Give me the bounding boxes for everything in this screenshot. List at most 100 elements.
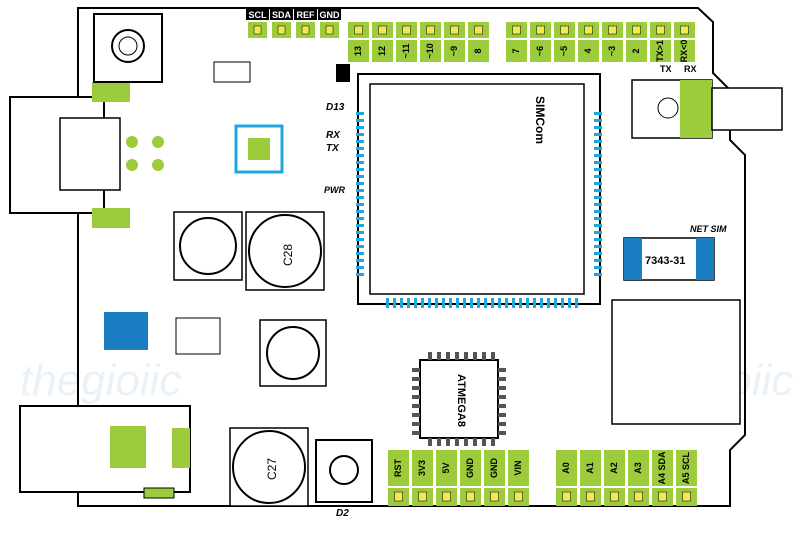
pin-label: A0: [561, 462, 571, 474]
module-pad: [594, 147, 602, 150]
pin-label-pad: [604, 450, 625, 486]
pin-label-pad: [436, 450, 457, 486]
pin-label-pad: [602, 40, 623, 62]
module-pad: [356, 238, 364, 241]
chip-pin: [446, 352, 450, 360]
soic-ic-outline: [175, 317, 221, 355]
pin-socket: [394, 491, 403, 502]
module-pad: [477, 298, 480, 308]
led-label-d13: D13: [326, 102, 345, 113]
chip-pin: [455, 438, 459, 446]
module-pad: [407, 298, 410, 308]
header-label: SCL: [249, 10, 268, 20]
pin-label-pad: [650, 40, 671, 62]
pin-label-pad: [468, 40, 489, 62]
module-pad: [575, 298, 578, 308]
module-pad: [356, 182, 364, 185]
pin-label: A1: [585, 462, 595, 474]
chip-pin: [491, 352, 495, 360]
module-pad: [356, 217, 364, 220]
pin-label-pad: [460, 450, 481, 486]
module-pad: [594, 154, 602, 157]
chip-pin: [498, 395, 506, 399]
reset-button-top[interactable]: [93, 13, 163, 83]
module-pad: [356, 189, 364, 192]
pin-socket: [301, 25, 310, 35]
module-pad: [594, 231, 602, 234]
pin-label: 3V3: [417, 460, 427, 476]
header-label: GND: [320, 10, 341, 20]
module-pad: [519, 298, 522, 308]
chip-pin: [464, 352, 468, 360]
pin-label: 2: [631, 48, 641, 53]
pin-socket: [560, 25, 569, 35]
module-pad: [594, 112, 602, 115]
pin-socket: [610, 491, 619, 502]
module-pad: [356, 175, 364, 178]
module-pad: [356, 245, 364, 248]
chip-pin: [412, 386, 420, 390]
chip-pin: [498, 431, 506, 435]
pin-label: ~5: [559, 46, 569, 56]
pin-label: ~6: [535, 46, 545, 56]
chip-pin: [498, 413, 506, 417]
module-pad: [484, 298, 487, 308]
module-pad: [356, 147, 364, 150]
module-pad: [356, 112, 364, 115]
module-pad: [594, 161, 602, 164]
module-pad: [594, 266, 602, 269]
watermark-text: thegioiic: [20, 356, 181, 405]
header-label: REF: [297, 10, 316, 20]
module-pad: [470, 298, 473, 308]
chip-pin: [498, 368, 506, 372]
pin-label-pad: [506, 40, 527, 62]
module-pad: [356, 203, 364, 206]
pin-label: ~11: [401, 44, 411, 59]
capacitor-c28: [245, 211, 325, 291]
soic-ic: [104, 312, 148, 350]
led-label-pwr: PWR: [324, 185, 345, 195]
module-pad: [533, 298, 536, 308]
module-pad: [356, 231, 364, 234]
pin-socket: [354, 25, 363, 35]
module-pad: [463, 298, 466, 308]
chip-pin: [455, 352, 459, 360]
pin-label-pad: [580, 450, 601, 486]
module-pad: [498, 298, 501, 308]
pin-socket: [536, 25, 545, 35]
pin-socket: [632, 25, 641, 35]
pin-label: TX>1: [655, 40, 665, 62]
pin-label: 4: [583, 48, 593, 53]
module-pad: [449, 298, 452, 308]
module-pad: [456, 298, 459, 308]
c28-label: C28: [281, 244, 295, 266]
atmega-label: ATMEGA8: [455, 374, 467, 427]
module-pad: [594, 238, 602, 241]
pin-label-pad: [372, 40, 393, 62]
chip-pin: [412, 422, 420, 426]
module-pad: [356, 196, 364, 199]
pin-label: GND: [489, 458, 499, 479]
chip-pin: [428, 352, 432, 360]
pin-socket: [682, 491, 691, 502]
chip-pin: [412, 377, 420, 381]
atmega-chip: [419, 359, 499, 439]
chip-pin: [498, 386, 506, 390]
pin-label-pad: [556, 450, 577, 486]
module-pad: [356, 133, 364, 136]
module-pad: [356, 154, 364, 157]
antenna-connector: [631, 79, 783, 139]
pin-label-pad: [420, 40, 441, 62]
pin-label: 5V: [441, 462, 451, 473]
reset-button-bottom[interactable]: [315, 439, 373, 503]
chip-pin: [412, 413, 420, 417]
pin-label-pad: [412, 450, 433, 486]
c27-label: C27: [265, 458, 279, 480]
chip-pin: [482, 438, 486, 446]
module-pad: [356, 252, 364, 255]
inductor-mid: [259, 319, 327, 387]
module-pad: [442, 298, 445, 308]
pin-socket: [608, 25, 617, 35]
